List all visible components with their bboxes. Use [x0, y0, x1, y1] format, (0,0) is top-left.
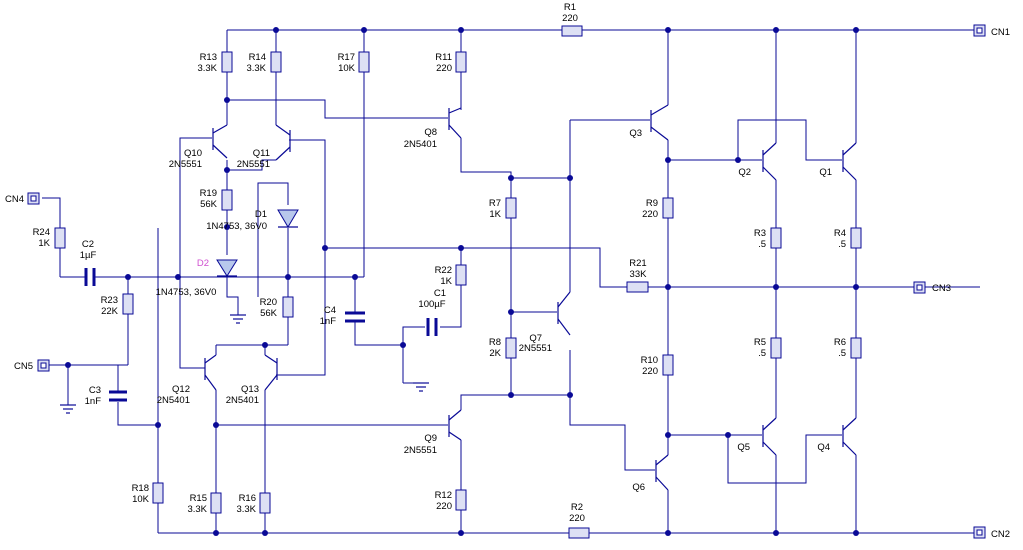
- r23-value: 22K: [101, 306, 119, 317]
- r11-value: 220: [436, 63, 452, 74]
- q13-part: 2N5401: [226, 395, 259, 406]
- c1-value: 100µF: [418, 299, 445, 310]
- c1-name: C1: [434, 288, 446, 299]
- r13-value: 3.3K: [197, 63, 217, 74]
- r13-name: R13: [200, 52, 217, 63]
- r19-name: R19: [200, 188, 217, 199]
- r15-name: R15: [190, 493, 207, 504]
- r7-name: R7: [489, 198, 501, 209]
- q8-part: 2N5401: [404, 139, 437, 150]
- q11-name: Q11: [253, 148, 270, 159]
- transistor-bodies: [204, 104, 857, 491]
- cn4-label: CN4: [5, 194, 24, 205]
- q4-name: Q4: [817, 442, 830, 453]
- r5-value: .5: [758, 348, 766, 359]
- r23-name: R23: [101, 295, 118, 306]
- c4-value: 1nF: [320, 316, 337, 327]
- r5-name: R5: [754, 337, 766, 348]
- wires: [42, 29, 980, 534]
- capacitor-bodies: [84, 268, 438, 402]
- r22-name: R22: [435, 265, 452, 276]
- q2-name: Q2: [738, 167, 751, 178]
- q8-name: Q8: [424, 127, 437, 138]
- r14-value: 3.3K: [246, 63, 266, 74]
- r12-value: 220: [436, 501, 452, 512]
- c3-value: 1nF: [85, 396, 102, 407]
- q11-part: 2N5551: [237, 159, 270, 170]
- diode-bodies: [216, 209, 299, 277]
- q9-name: Q9: [424, 433, 437, 444]
- connector-bodies: [27, 24, 986, 539]
- q1-name: Q1: [819, 167, 832, 178]
- q3-name: Q3: [629, 128, 642, 139]
- q6-name: Q6: [632, 482, 645, 493]
- r3-name: R3: [754, 228, 766, 239]
- r2-name: R2: [571, 502, 583, 513]
- r24-name: R24: [33, 227, 50, 238]
- r14-name: R14: [249, 52, 266, 63]
- r17-value: 10K: [338, 63, 356, 74]
- r4-value: .5: [838, 239, 846, 250]
- r8-value: 2K: [489, 348, 501, 359]
- r21-name: R21: [629, 258, 646, 269]
- junction-dots: [65, 27, 859, 536]
- q10-part: 2N5551: [169, 159, 202, 170]
- q12-part: 2N5401: [157, 395, 190, 406]
- d2-part: 1N4753, 36V0: [156, 287, 217, 298]
- cn1-label: CN1: [991, 27, 1010, 38]
- r17-name: R17: [338, 52, 355, 63]
- r1-value: 220: [562, 13, 578, 24]
- r9-name: R9: [646, 198, 658, 209]
- r18-name: R18: [132, 483, 149, 494]
- cn2-label: CN2: [991, 529, 1010, 540]
- q7-name: Q7: [529, 333, 542, 344]
- r16-name: R16: [239, 493, 256, 504]
- r20-value: 56K: [260, 308, 278, 319]
- r12-name: R12: [435, 490, 452, 501]
- r4-name: R4: [834, 228, 846, 239]
- cn3-label: CN3: [932, 283, 951, 294]
- c2-value: 1µF: [80, 250, 97, 261]
- r15-value: 3.3K: [187, 504, 207, 515]
- r11-name: R11: [435, 52, 452, 63]
- q10-name: Q10: [184, 148, 202, 159]
- r6-value: .5: [838, 348, 846, 359]
- r8-name: R8: [489, 337, 501, 348]
- q12-name: Q12: [172, 384, 190, 395]
- r20-name: R20: [260, 297, 277, 308]
- ground-symbols: [60, 314, 429, 414]
- r24-value: 1K: [38, 238, 50, 249]
- c2-name: C2: [82, 239, 94, 250]
- r7-value: 1K: [489, 209, 501, 220]
- r18-value: 10K: [132, 494, 150, 505]
- q5-name: Q5: [737, 442, 750, 453]
- r22-value: 1K: [440, 276, 452, 287]
- r3-value: .5: [758, 239, 766, 250]
- r16-value: 3.3K: [236, 504, 256, 515]
- c4-name: C4: [324, 305, 336, 316]
- r1-name: R1: [564, 2, 576, 13]
- r10-name: R10: [641, 355, 658, 366]
- cn5-label: CN5: [14, 361, 33, 372]
- r10-value: 220: [642, 366, 658, 377]
- d1-name: D1: [255, 209, 267, 220]
- r21-value: 33K: [630, 269, 648, 280]
- c3-name: C3: [89, 385, 101, 396]
- d2-name: D2: [197, 258, 209, 269]
- q7-part: 2N5551: [519, 343, 552, 354]
- r9-value: 220: [642, 209, 658, 220]
- r19-value: 56K: [200, 199, 218, 210]
- q9-part: 2N5551: [404, 445, 437, 456]
- q13-name: Q13: [241, 384, 259, 395]
- resistor-bodies: [54, 25, 862, 539]
- d1-part: 1N4753, 36V0: [206, 221, 267, 232]
- r2-value: 220: [569, 513, 585, 524]
- component-labels: R1 220 R2 220 R3 .5 R4 .5 R5 .5 R6 .5 R7…: [5, 2, 1010, 540]
- r6-name: R6: [834, 337, 846, 348]
